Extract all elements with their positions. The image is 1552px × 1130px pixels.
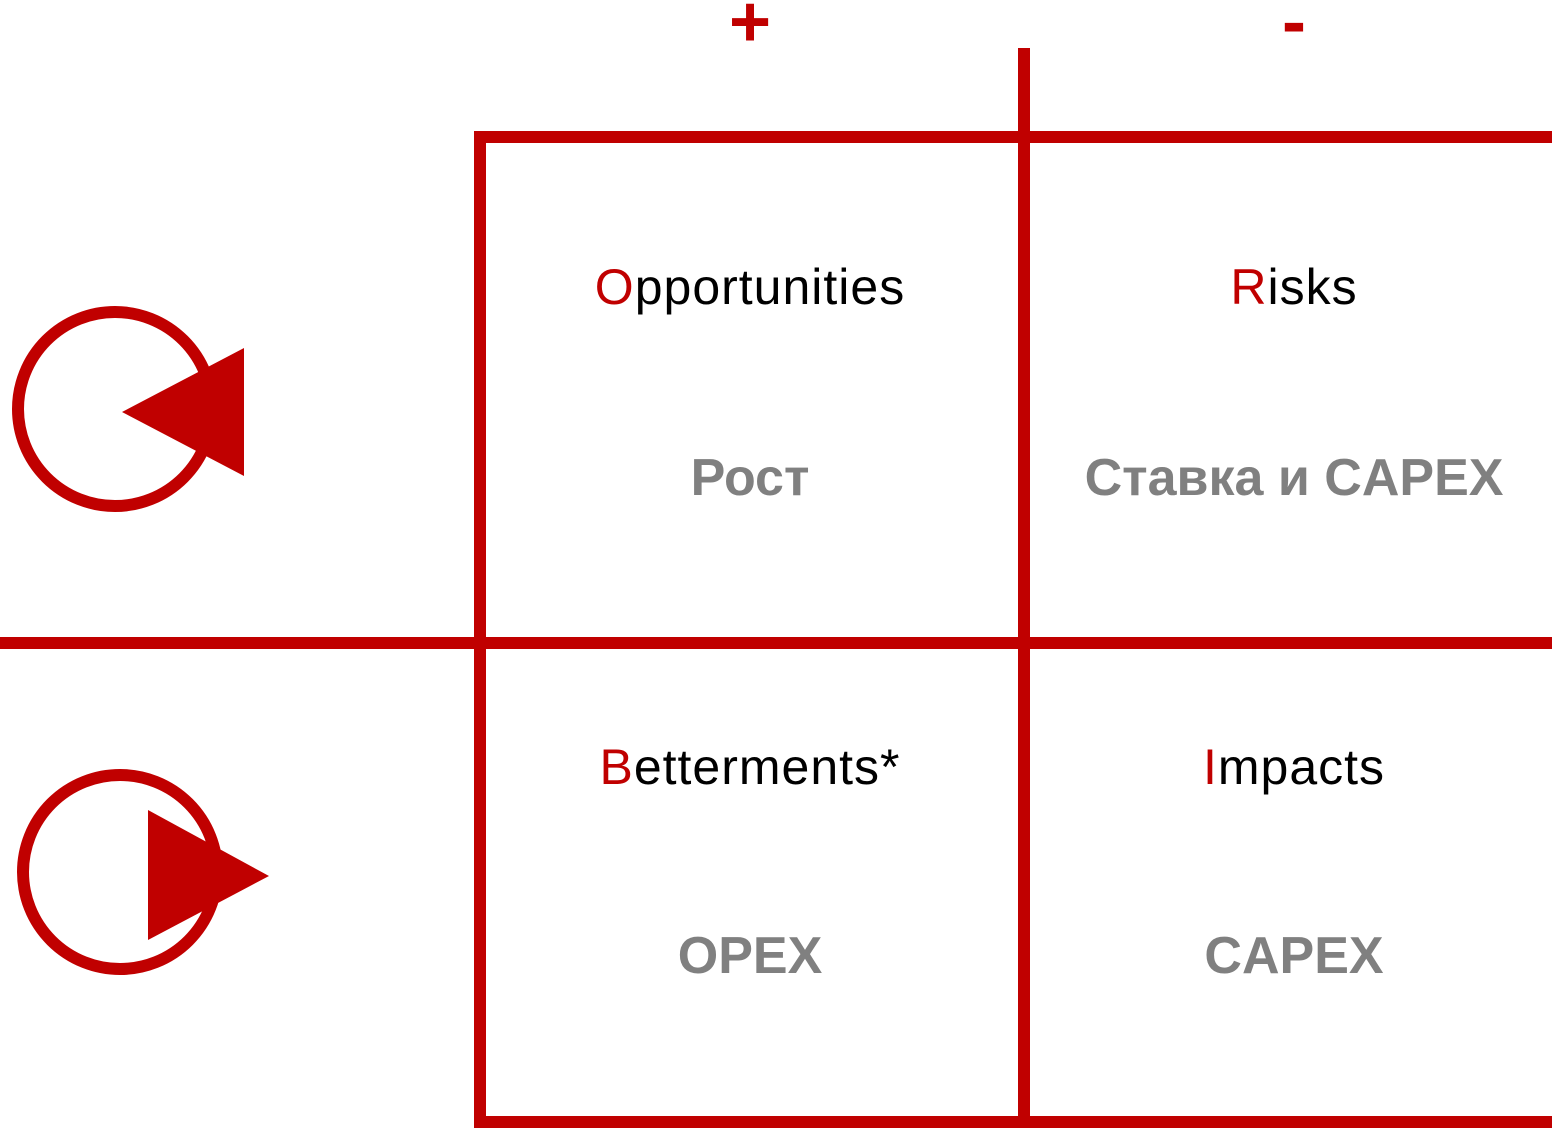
- betterments-initial: B: [599, 739, 634, 795]
- impacts-rest: mpacts: [1217, 739, 1386, 795]
- clockwise-cycle-icon: [17, 769, 269, 975]
- top-horizontal-line: [474, 131, 1552, 143]
- risks-subtitle: Ставка и CAPEX: [1084, 449, 1504, 507]
- opportunities-title: Opportunities: [595, 262, 905, 312]
- opportunities-subtitle: Рост: [690, 449, 810, 507]
- minus-column-header: -: [1282, 0, 1306, 62]
- opportunities-initial: O: [594, 259, 635, 315]
- left-vertical-line: [474, 131, 486, 1128]
- opportunities-rest: pportunities: [634, 259, 906, 315]
- impacts-initial: I: [1202, 739, 1218, 795]
- betterments-title: Betterments*: [599, 742, 900, 792]
- bottom-horizontal-line: [474, 1116, 1552, 1128]
- risks-initial: R: [1230, 259, 1268, 315]
- risks-title: Risks: [1230, 262, 1357, 312]
- impacts-subtitle: CAPEX: [1204, 927, 1384, 985]
- counter-clockwise-cycle-icon: [12, 306, 244, 512]
- middle-horizontal-line: [0, 637, 1552, 649]
- betterments-subtitle: OPEX: [677, 927, 823, 985]
- plus-column-header: +: [728, 0, 772, 62]
- impacts-title: Impacts: [1203, 742, 1385, 792]
- betterments-rest: etterments*: [633, 739, 901, 795]
- risks-rest: isks: [1267, 259, 1358, 315]
- center-vertical-line: [1018, 48, 1030, 1122]
